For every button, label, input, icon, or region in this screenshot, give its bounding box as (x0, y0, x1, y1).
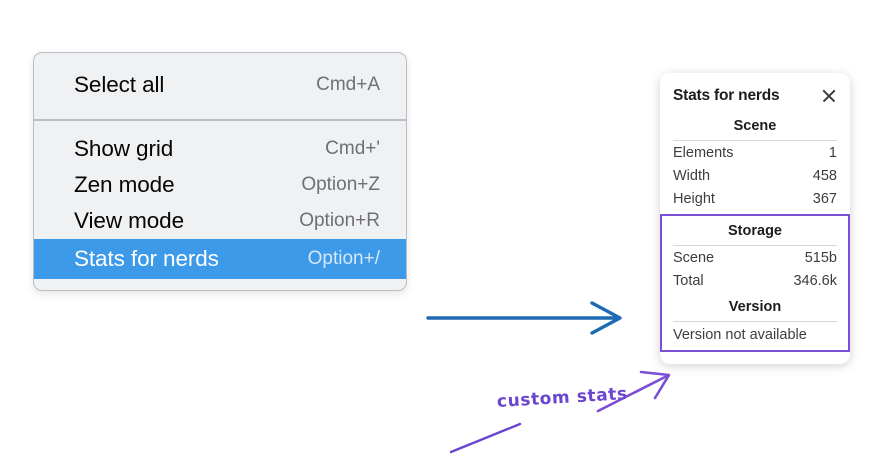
menu-separator (34, 119, 406, 121)
stats-row-key: Total (673, 273, 704, 289)
menu-item-select-all[interactable]: Select all Cmd+A (34, 67, 406, 103)
custom-stats-callout-label: custom stats (496, 384, 629, 412)
stats-row-value: 346.6k (793, 273, 837, 289)
canvas-context-menu[interactable]: Select all Cmd+A Show grid Cmd+' Zen mod… (33, 52, 407, 291)
menu-item-label: View mode (74, 208, 184, 233)
stats-section-title: Version (728, 299, 782, 315)
stats-row-key: Height (673, 191, 715, 207)
menu-item-shortcut: Option+R (299, 210, 380, 231)
stats-row: Elements 1 (673, 141, 837, 164)
menu-item-shortcut: Cmd+A (316, 74, 380, 95)
stats-section-scene: Scene Elements 1 Width 458 Height 367 (660, 111, 850, 210)
menu-item-label: Show grid (74, 136, 174, 161)
stats-section-version: Version Version not available (673, 292, 837, 345)
purple-callout-tail (449, 422, 522, 454)
stats-panel-title: Stats for nerds (673, 87, 780, 104)
menu-item-shortcut: Cmd+' (325, 138, 380, 159)
version-status-text: Version not available (673, 327, 807, 343)
stats-row-key: Elements (673, 145, 734, 161)
stats-row: Width 458 (673, 164, 837, 187)
stats-row-key: Scene (673, 250, 715, 266)
section-divider (673, 245, 837, 246)
menu-item-stats-for-nerds[interactable]: Stats for nerds Option+/ (34, 239, 406, 279)
menu-item-label: Select all (74, 72, 165, 97)
menu-item-shortcut: Option+Z (301, 174, 380, 195)
stats-section-title: Storage (728, 223, 782, 239)
menu-group-view: Show grid Cmd+' Zen mode Option+Z View m… (34, 121, 406, 290)
blue-flow-arrow (426, 301, 622, 335)
stats-row-value: 458 (812, 168, 837, 184)
stats-panel-header: Stats for nerds (660, 73, 850, 111)
menu-item-view-mode[interactable]: View mode Option+R (34, 203, 406, 239)
menu-group-primary: Select all Cmd+A (34, 53, 406, 119)
menu-item-show-grid[interactable]: Show grid Cmd+' (34, 131, 406, 167)
stats-row-value: 367 (812, 191, 837, 207)
stats-row: Height 367 (673, 187, 837, 210)
stats-row-key: Width (673, 168, 711, 184)
menu-item-label: Stats for nerds (74, 246, 219, 271)
section-divider (673, 321, 837, 322)
menu-item-label: Zen mode (74, 172, 175, 197)
menu-item-zen-mode[interactable]: Zen mode Option+Z (34, 167, 406, 203)
stats-section-title: Scene (733, 118, 777, 134)
stats-row-value: 1 (828, 145, 837, 161)
stats-for-nerds-panel: Stats for nerds Scene Elements 1 Width 4… (660, 73, 850, 364)
stats-row-value: 515b (804, 250, 837, 266)
menu-item-shortcut: Option+/ (307, 248, 380, 269)
close-icon[interactable] (820, 87, 838, 105)
stats-section-storage: Storage Scene 515b Total 346.6k (673, 216, 837, 292)
section-divider (673, 140, 837, 141)
stats-row: Scene 515b (673, 246, 837, 269)
custom-stats-highlight-box: Storage Scene 515b Total 346.6k Version … (660, 214, 850, 352)
stats-row: Total 346.6k (673, 269, 837, 292)
